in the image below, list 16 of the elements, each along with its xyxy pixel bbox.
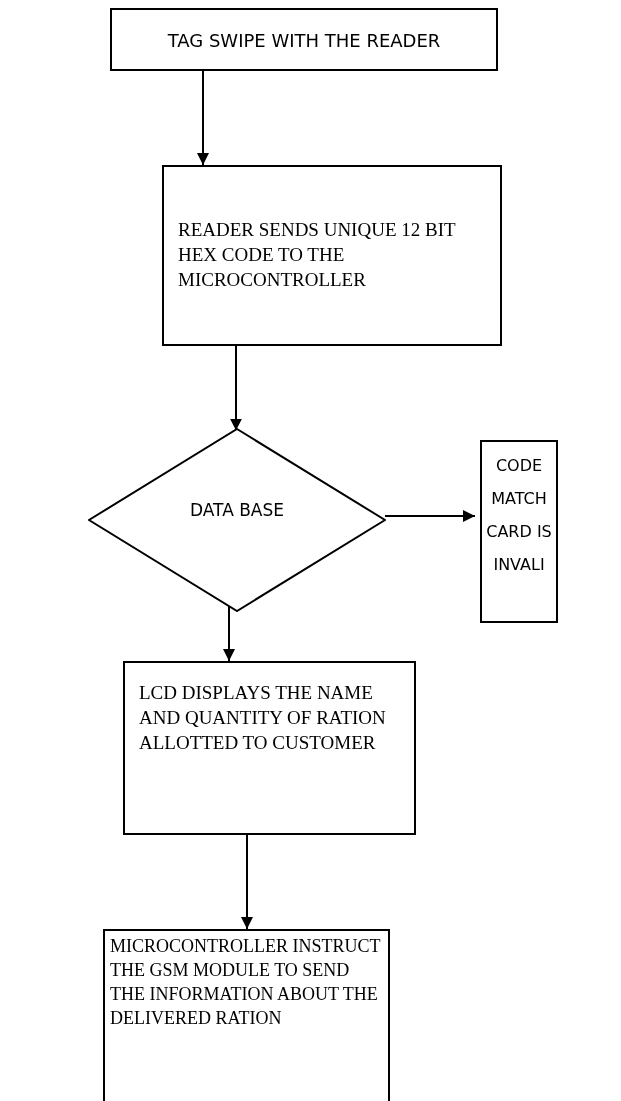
- arrow: [230, 345, 242, 432]
- step-text: CODE MATCH CARD IS INVALI: [485, 455, 553, 576]
- step-text: DATA BASE: [189, 499, 285, 522]
- decision-diamond: [88, 428, 386, 612]
- arrow: [384, 510, 476, 522]
- step-text: MICROCONTROLLER INSTRUCT THE GSM MODULE TO SEND THE INFORMATION ABOUT THE DELIVERED RATION: [110, 935, 382, 1030]
- step-text: TAG SWIPE WITH THE READER: [166, 29, 442, 53]
- process-box: [103, 929, 390, 1101]
- process-box: [110, 8, 498, 71]
- process-box: [162, 165, 502, 346]
- step-text: LCD DISPLAYS THE NAME AND QUANTITY OF RATION ALLOTTED TO CUSTOMER: [139, 681, 387, 755]
- process-box: [123, 661, 416, 835]
- process-box: [480, 440, 558, 623]
- arrow: [241, 834, 253, 930]
- step-text: READER SENDS UNIQUE 12 BIT HEX CODE TO THE MICROCONTROLLER: [178, 218, 457, 292]
- arrow: [197, 70, 209, 166]
